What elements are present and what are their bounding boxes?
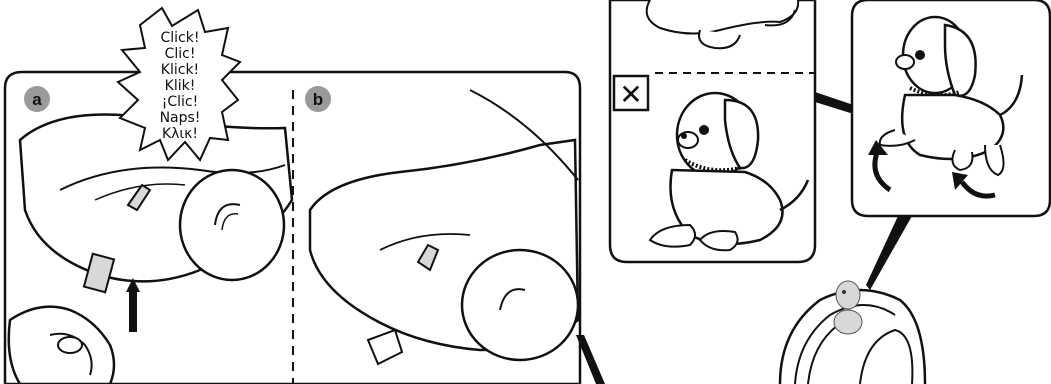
toy-ramp [780, 281, 925, 384]
correct-pose-frame [852, 0, 1050, 216]
burst-line-3: Klick! [161, 62, 199, 78]
cross-icon: ✕ [614, 76, 648, 111]
burst-line-1: Click! [161, 30, 200, 46]
panel-a-label: a [32, 90, 42, 109]
burst-line-2: Clic! [165, 46, 196, 62]
wheel-b [462, 250, 578, 360]
burst-line-5: ¡Clic! [162, 94, 198, 110]
burst-line-4: Klik! [165, 78, 196, 94]
svg-text:✕: ✕ [619, 78, 642, 111]
wheel-a [180, 170, 284, 280]
panel-b-label: b [313, 90, 323, 109]
burst-line-6: Naps! [160, 110, 201, 126]
callout-pointer-toy [866, 216, 912, 290]
incorrect-pose-frame: ✕ [610, 0, 815, 262]
burst-line-7: Κλικ! [162, 126, 198, 142]
